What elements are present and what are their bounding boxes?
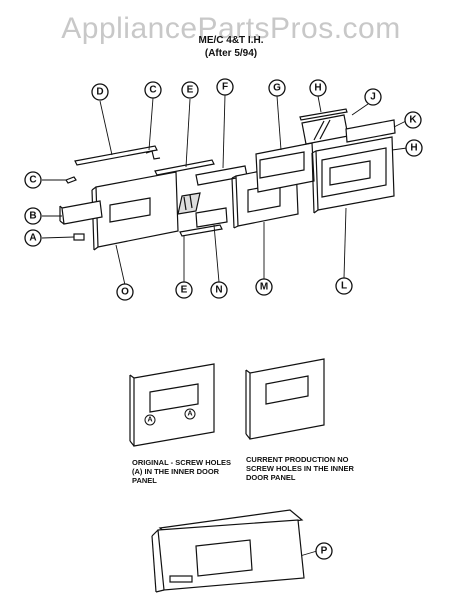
callout-letter: K bbox=[409, 115, 417, 126]
part-d-trim-strip[interactable] bbox=[74, 145, 158, 166]
callout-c[interactable]: C bbox=[144, 81, 162, 99]
screw-hole-label: A bbox=[187, 411, 192, 418]
screw-hole-marker-left[interactable]: A bbox=[144, 414, 156, 426]
callout-g[interactable]: G bbox=[268, 79, 286, 97]
callout-c[interactable]: C bbox=[24, 171, 42, 189]
callout-o[interactable]: O bbox=[116, 283, 134, 301]
callout-m[interactable]: M bbox=[255, 278, 273, 296]
part-f-bracket-strip[interactable] bbox=[177, 165, 248, 215]
callout-letter: E bbox=[187, 85, 194, 96]
diagram-subtitle: (After 5/94) bbox=[204, 48, 258, 59]
callout-letter: P bbox=[321, 546, 328, 557]
part-o-outer-door-panel[interactable] bbox=[91, 171, 179, 251]
part-e-strip-lower[interactable] bbox=[179, 224, 223, 237]
callout-letter: H bbox=[314, 83, 321, 94]
part-g-glass[interactable] bbox=[255, 142, 315, 193]
part-p-door-assembly[interactable] bbox=[151, 509, 305, 593]
callout-n[interactable]: N bbox=[210, 281, 228, 299]
callout-f[interactable]: F bbox=[216, 78, 234, 96]
callout-letter: D bbox=[96, 87, 103, 98]
callout-h[interactable]: H bbox=[405, 139, 423, 157]
screw-hole-marker-right[interactable]: A bbox=[184, 408, 196, 420]
callout-e[interactable]: E bbox=[175, 281, 193, 299]
callout-k[interactable]: K bbox=[404, 111, 422, 129]
callout-letter: B bbox=[29, 211, 36, 222]
leader-lines bbox=[41, 94, 408, 557]
callout-a[interactable]: A bbox=[24, 229, 42, 247]
callout-d[interactable]: D bbox=[91, 83, 109, 101]
callout-letter: A bbox=[29, 233, 36, 244]
part-h-strip[interactable] bbox=[299, 108, 348, 121]
door-original-with-screw-holes[interactable] bbox=[129, 363, 215, 447]
callout-letter: N bbox=[215, 285, 222, 296]
callout-j[interactable]: J bbox=[364, 88, 382, 106]
callout-e[interactable]: E bbox=[181, 81, 199, 99]
part-b-handle[interactable] bbox=[59, 200, 103, 225]
callout-b[interactable]: B bbox=[24, 207, 42, 225]
callout-letter: F bbox=[222, 82, 228, 93]
part-k-frame[interactable] bbox=[345, 119, 396, 143]
note-current-production: CURRENT PRODUCTION NO SCREW HOLES IN THE… bbox=[246, 455, 354, 482]
callout-letter: J bbox=[370, 92, 376, 103]
part-l-inner-door-panel[interactable] bbox=[311, 136, 395, 214]
callout-letter: C bbox=[149, 85, 156, 96]
callout-letter: O bbox=[121, 287, 129, 298]
callout-letter: G bbox=[273, 83, 281, 94]
part-j-glass[interactable] bbox=[301, 114, 349, 145]
callout-letter: E bbox=[181, 285, 188, 296]
part-c-bracket[interactable] bbox=[65, 150, 161, 184]
part-e-strip-upper[interactable] bbox=[154, 159, 215, 176]
diagram-title: ME/C 4&T I.H. bbox=[198, 35, 264, 46]
callout-letter: C bbox=[29, 175, 36, 186]
callout-l[interactable]: L bbox=[335, 277, 353, 295]
part-a-clip[interactable] bbox=[73, 233, 85, 241]
screw-hole-label: A bbox=[147, 417, 152, 424]
callout-letter: H bbox=[410, 143, 417, 154]
watermark: AppliancePartsPros.com bbox=[61, 12, 401, 45]
note-original: ORIGINAL - SCREW HOLES (A) IN THE INNER … bbox=[132, 458, 232, 485]
part-n-spacer[interactable] bbox=[195, 207, 228, 228]
callout-letter: M bbox=[260, 282, 268, 293]
callout-h[interactable]: H bbox=[309, 79, 327, 97]
door-current-production[interactable] bbox=[245, 358, 325, 440]
callout-p[interactable]: P bbox=[315, 542, 333, 560]
callout-letter: L bbox=[341, 281, 347, 292]
